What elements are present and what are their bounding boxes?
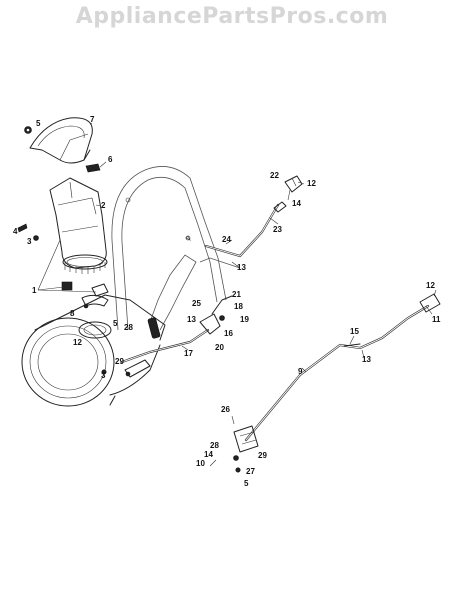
callout-4: 4 bbox=[13, 227, 18, 236]
part-lower-linkage bbox=[120, 295, 233, 364]
callout-3-lower: 3 bbox=[101, 371, 106, 380]
callout-28-lower: 28 bbox=[210, 441, 219, 450]
callout-8: 8 bbox=[70, 309, 75, 318]
callout-20: 20 bbox=[215, 343, 224, 352]
callout-14-top: 14 bbox=[292, 199, 301, 208]
callout-19: 19 bbox=[240, 315, 249, 324]
callout-17: 17 bbox=[184, 349, 193, 358]
watermark-text: AppliancePartsPros.com bbox=[75, 4, 389, 29]
callout-13-top: 13 bbox=[237, 263, 246, 272]
callout-28-left: 28 bbox=[124, 323, 133, 332]
part-shift-rod bbox=[244, 304, 430, 442]
part-lower-bracket bbox=[233, 425, 259, 473]
part-shift-knob bbox=[419, 293, 441, 313]
callout-10: 10 bbox=[196, 459, 205, 468]
callout-29-lower: 29 bbox=[258, 451, 267, 460]
callout-29-left: 29 bbox=[115, 357, 124, 366]
part-chute-base bbox=[81, 294, 109, 309]
part-chute-body bbox=[49, 177, 108, 274]
part-crank-handle bbox=[284, 175, 303, 193]
callout-16: 16 bbox=[224, 329, 233, 338]
callout-18: 18 bbox=[234, 302, 243, 311]
callout-6: 6 bbox=[108, 155, 113, 164]
callout-1: 1 bbox=[32, 286, 37, 295]
part-chute-clips bbox=[61, 281, 109, 297]
leader-lines bbox=[37, 119, 437, 467]
callout-24: 24 bbox=[222, 235, 231, 244]
callout-15: 15 bbox=[350, 327, 359, 336]
callout-12-left: 12 bbox=[73, 338, 82, 347]
part-chute-deflector bbox=[29, 117, 93, 164]
callout-14-lower: 14 bbox=[204, 450, 213, 459]
part-hardware-3-4 bbox=[17, 223, 107, 375]
callout-13-mid: 13 bbox=[187, 315, 196, 324]
callout-13-right: 13 bbox=[362, 355, 371, 364]
callout-3-upper: 3 bbox=[27, 237, 32, 246]
callout-27: 27 bbox=[246, 467, 255, 476]
callout-9: 9 bbox=[298, 367, 303, 376]
callout-5-top: 5 bbox=[36, 119, 41, 128]
callout-11: 11 bbox=[432, 315, 441, 324]
handle-frame bbox=[111, 166, 241, 331]
callout-12-right: 12 bbox=[426, 281, 435, 290]
auger-housing bbox=[21, 294, 166, 407]
callout-26: 26 bbox=[221, 405, 230, 414]
callout-21: 21 bbox=[232, 290, 241, 299]
part-chute-control-rod bbox=[204, 201, 287, 258]
callout-12-top: 12 bbox=[307, 179, 316, 188]
callout-7: 7 bbox=[90, 115, 95, 124]
callout-22: 22 bbox=[270, 171, 279, 180]
part-bolt-6 bbox=[85, 163, 101, 173]
callout-5-lower: 5 bbox=[244, 479, 249, 488]
callout-labels: 7 5 6 2 4 3 1 8 5 28 12 29 3 22 12 14 23… bbox=[13, 115, 441, 488]
callout-2: 2 bbox=[101, 201, 106, 210]
callout-5-mid: 5 bbox=[113, 319, 118, 328]
callout-23: 23 bbox=[273, 225, 282, 234]
callout-25: 25 bbox=[192, 299, 201, 308]
part-nut-5-top bbox=[24, 126, 32, 134]
